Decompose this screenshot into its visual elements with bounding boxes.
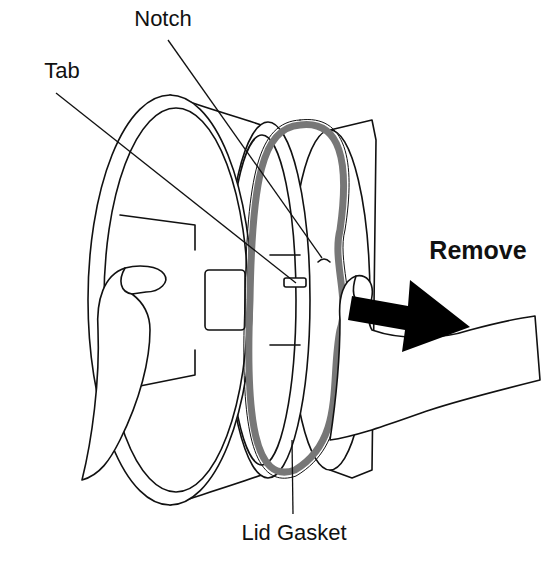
lid-notch [318,259,330,262]
direction-label: Remove [427,236,528,265]
lid-hub [205,270,245,330]
leader-line [292,440,293,514]
part-label: Tab [42,58,81,83]
left-finger [121,268,132,294]
right-hand [330,276,540,440]
left-hand [82,266,166,480]
part-label: Lid Gasket [239,520,348,545]
lid-rib [120,215,195,250]
leader-line [168,40,322,258]
lid-slot [270,344,300,346]
lid-gasket [249,125,344,473]
lid-slot [270,254,300,256]
leader-line [56,93,296,283]
remove-arrow [348,280,470,352]
part-label: Notch [132,6,193,31]
